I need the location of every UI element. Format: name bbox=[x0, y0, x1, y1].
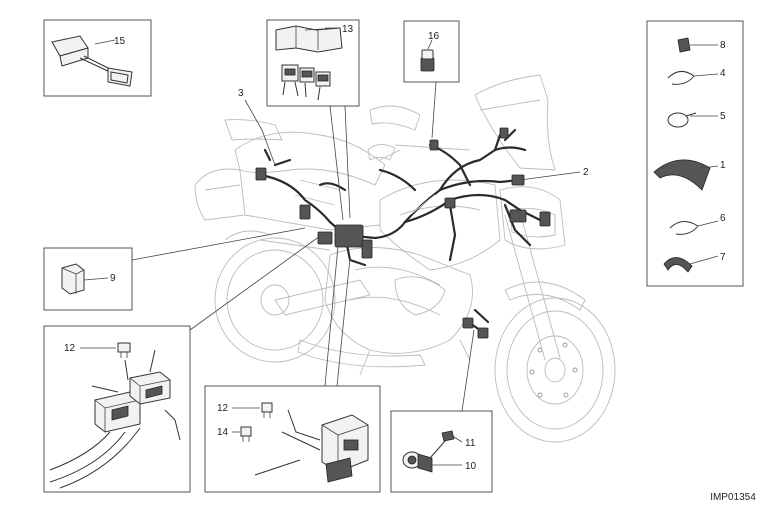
detail-box-10-11: 11 10 bbox=[390, 410, 493, 493]
detail-box-9: 9 bbox=[43, 247, 133, 311]
callout-10: 10 bbox=[465, 461, 477, 472]
detail-box-clips: 8 4 5 1 6 7 bbox=[646, 20, 744, 287]
detail-box-15: 15 bbox=[43, 19, 152, 97]
callout-13: 13 bbox=[342, 24, 354, 35]
callout-2: 2 bbox=[583, 167, 589, 178]
callout-16: 16 bbox=[428, 31, 440, 42]
callout-11: 11 bbox=[465, 438, 476, 449]
detail-box-fuse-box: 12 14 bbox=[204, 385, 381, 493]
callout-15: 15 bbox=[114, 36, 126, 47]
leader-lines bbox=[131, 81, 581, 412]
callout-9: 9 bbox=[110, 273, 116, 284]
callout-12-a: 12 bbox=[64, 343, 76, 354]
callout-7: 7 bbox=[720, 252, 726, 263]
callout-3: 3 bbox=[238, 88, 244, 99]
callout-14: 14 bbox=[217, 427, 229, 438]
image-code: IMP01354 bbox=[710, 492, 756, 503]
detail-box-fuse-holders: 12 bbox=[43, 325, 191, 493]
callout-6: 6 bbox=[720, 213, 726, 224]
detail-box-13: 13 bbox=[266, 19, 360, 107]
callout-1: 1 bbox=[720, 160, 726, 171]
detail-box-16: 16 bbox=[403, 20, 460, 83]
callout-8: 8 bbox=[720, 40, 726, 51]
motorcycle-outline bbox=[194, 74, 616, 443]
callout-5: 5 bbox=[720, 111, 726, 122]
callout-4: 4 bbox=[720, 68, 726, 79]
harness-connectors bbox=[255, 127, 551, 339]
callout-12-b: 12 bbox=[217, 403, 229, 414]
